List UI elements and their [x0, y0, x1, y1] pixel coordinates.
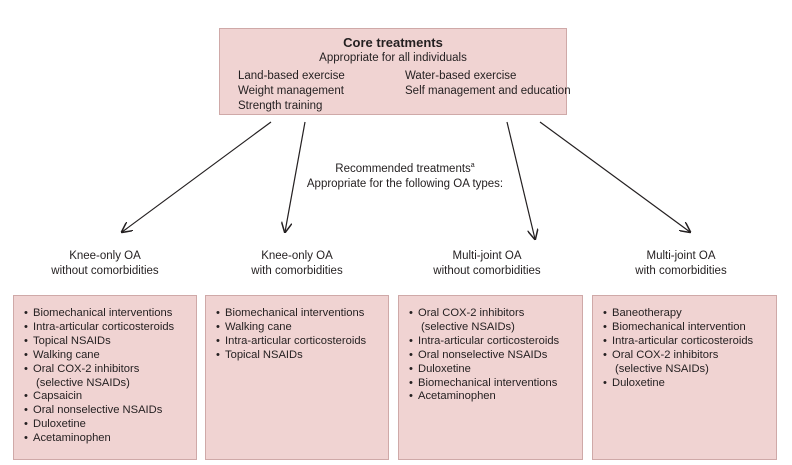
- treatment-box-2: Biomechanical interventions Walking cane…: [205, 295, 389, 460]
- oa-type-qualifier: with comorbidities: [251, 265, 343, 277]
- treatment-item-continuation: (selective NSAIDs): [421, 320, 515, 333]
- oa-type-qualifier: without comorbidities: [51, 265, 159, 277]
- oa-type-qualifier: without comorbidities: [433, 265, 541, 277]
- treatment-box-3: Oral COX-2 inhibitors (selective NSAIDs)…: [398, 295, 583, 460]
- core-item: Self management and education: [405, 85, 571, 97]
- treatment-item: Topical NSAIDs: [24, 335, 196, 349]
- treatment-item: Walking cane: [24, 349, 196, 363]
- treatment-item: Intra-articular corticosteroids: [216, 335, 388, 349]
- arrow-2: [285, 121, 306, 232]
- arrow-3: [506, 121, 535, 239]
- treatment-list: Biomechanical interventions Walking cane…: [206, 296, 388, 363]
- treatment-item: Duloxetine: [603, 377, 776, 391]
- treatment-item: Oral nonselective NSAIDs: [409, 349, 582, 363]
- treatment-item: Biomechanical interventions: [24, 307, 196, 321]
- oa-type-label-1: Knee-only OA without comorbidities: [20, 249, 190, 279]
- recommended-line2: Appropriate for the following OA types:: [306, 178, 504, 190]
- treatment-item: Acetaminophen: [409, 390, 582, 404]
- treatment-box-1: Biomechanical interventions Intra-articu…: [13, 295, 197, 460]
- treatment-item: Intra-articular corticosteroids: [24, 321, 196, 335]
- treatment-list: Biomechanical interventions Intra-articu…: [14, 296, 196, 446]
- treatment-list: Oral COX-2 inhibitors (selective NSAIDs)…: [399, 296, 582, 404]
- treatment-item: Oral COX-2 inhibitors: [409, 307, 582, 321]
- treatment-item: Oral nonselective NSAIDs: [24, 404, 196, 418]
- treatment-item: Intra-articular corticosteroids: [409, 335, 582, 349]
- treatment-item: Acetaminophen: [24, 432, 196, 446]
- recommended-treatments-label: Recommended treatmentsa Appropriate for …: [280, 158, 530, 192]
- oa-type-label-2: Knee-only OA with comorbidities: [212, 249, 382, 279]
- treatment-item-continuation: (selective NSAIDs): [36, 376, 130, 389]
- treatment-list: Baneotherapy Biomechanical intervention …: [593, 296, 776, 390]
- treatment-item: Intra-articular corticosteroids: [603, 335, 776, 349]
- treatment-box-4: Baneotherapy Biomechanical intervention …: [592, 295, 777, 460]
- treatment-item: Biomechanical interventions: [409, 377, 582, 391]
- oa-type-label-4: Multi-joint OA with comorbidities: [596, 249, 766, 279]
- treatment-item: Topical NSAIDs: [216, 349, 388, 363]
- core-treatments-box: Core treatments Appropriate for all indi…: [219, 28, 571, 115]
- core-subtitle: Appropriate for all individuals: [319, 52, 467, 64]
- core-item: Land-based exercise: [238, 70, 345, 82]
- treatment-item: Oral COX-2 inhibitors: [603, 349, 776, 363]
- core-title: Core treatments: [343, 35, 443, 50]
- oa-type-name: Multi-joint OA: [646, 250, 716, 262]
- footnote-marker: a: [470, 162, 475, 169]
- treatment-item: Baneotherapy: [603, 307, 776, 321]
- treatment-item: Walking cane: [216, 321, 388, 335]
- oa-type-label-3: Multi-joint OA without comorbidities: [402, 249, 572, 279]
- treatment-item: Capsaicin: [24, 390, 196, 404]
- treatment-item-continuation: (selective NSAIDs): [615, 362, 709, 375]
- arrow-4: [539, 121, 690, 232]
- treatment-item: Biomechanical intervention: [603, 321, 776, 335]
- treatment-item: Duloxetine: [409, 363, 582, 377]
- oa-type-name: Multi-joint OA: [452, 250, 522, 262]
- oa-type-name: Knee-only OA: [261, 250, 333, 262]
- core-item: Water-based exercise: [405, 70, 517, 82]
- oa-type-qualifier: with comorbidities: [635, 265, 727, 277]
- core-item: Strength training: [238, 100, 323, 112]
- treatment-item: Biomechanical interventions: [216, 307, 388, 321]
- treatment-item: Duloxetine: [24, 418, 196, 432]
- core-item: Weight management: [238, 85, 344, 97]
- recommended-line1: Recommended treatments: [335, 163, 471, 175]
- oa-type-name: Knee-only OA: [69, 250, 141, 262]
- arrow-1: [122, 121, 272, 232]
- treatment-item: Oral COX-2 inhibitors: [24, 363, 196, 377]
